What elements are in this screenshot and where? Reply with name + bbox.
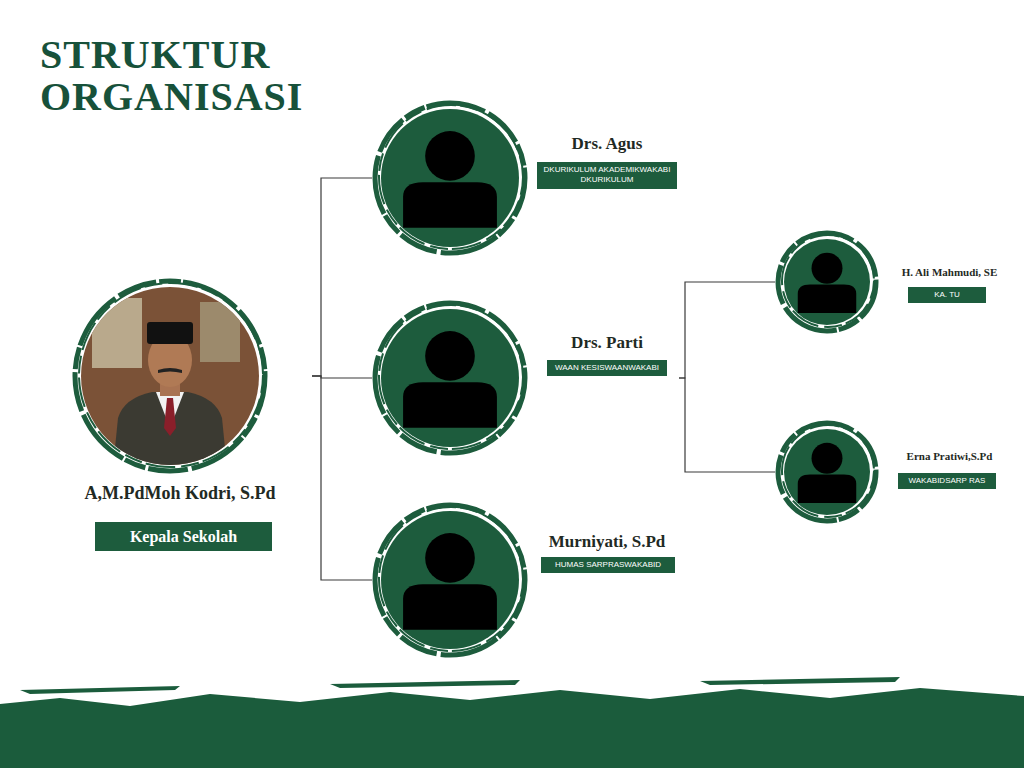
avatar-body — [403, 182, 497, 228]
avatar-bg — [381, 511, 519, 649]
person-name: Erna Pratiwi,S.Pd — [887, 450, 1012, 462]
avatar-circle — [72, 278, 268, 474]
peci-cap — [147, 322, 193, 344]
brush-ring — [379, 105, 523, 249]
avatar-head — [425, 331, 475, 381]
role-label: WAKABIDSARP RAS — [898, 473, 996, 489]
avatar-circle — [372, 100, 528, 256]
brush-ring — [782, 235, 874, 327]
staff-node: Murniyati, S.PdHUMAS SARPRASWAKABID — [372, 502, 679, 660]
avatar-bg — [381, 109, 519, 247]
brush-stroke — [20, 686, 180, 694]
photo-wall — [92, 298, 142, 368]
avatar-circle — [372, 502, 528, 658]
brush-ring — [778, 233, 876, 331]
avatar-body — [798, 475, 856, 503]
brush-ring — [782, 425, 874, 517]
person-name: Murniyati, S.Pd — [537, 532, 677, 552]
staff-node: H. Ali Mahmudi, SE KA. TU — [775, 230, 1014, 336]
moustache — [158, 368, 182, 373]
ground-band — [0, 688, 1024, 768]
avatar-body — [798, 285, 856, 313]
avatar-circle — [372, 300, 528, 456]
role-label: HUMAS SARPRASWAKABID — [541, 557, 675, 573]
page-title: STRUKTUR ORGANISASI — [40, 34, 340, 118]
person-name: Drs. Parti — [537, 333, 677, 353]
tie — [164, 398, 176, 436]
role-label: DKURIKULUM AKADEMIKWAKABI DKURIKULUM — [537, 162, 677, 189]
brush-ring — [379, 507, 523, 651]
avatar-body — [403, 584, 497, 630]
org-connector — [679, 282, 775, 378]
staff-node: Drs. AgusDKURIKULUM AKADEMIKWAKABI DKURI… — [372, 100, 679, 258]
role-label: KA. TU — [908, 287, 986, 303]
org-connector — [312, 376, 372, 580]
org-connector — [312, 178, 372, 376]
avatar-head — [812, 443, 843, 474]
brush-ring — [379, 305, 523, 449]
person-name: H. Ali Mahmudi, SE — [887, 266, 1012, 278]
brush-stroke — [700, 677, 900, 685]
person-name: A,M.PdMoh Kodri, S.Pd — [50, 483, 310, 504]
head-node: A,M.PdMoh Kodri, S.PdKepala Sekolah — [50, 278, 312, 554]
brush-stroke — [330, 680, 520, 688]
avatar-body — [403, 382, 497, 428]
org-connector — [679, 378, 775, 472]
brush-ring — [375, 303, 525, 453]
brush-ring — [375, 103, 525, 253]
avatar-head — [425, 533, 475, 583]
avatar-bg — [784, 429, 870, 515]
role-label: WAAN KESISWAANWAKABI — [547, 360, 667, 376]
avatar-circle — [775, 230, 879, 334]
staff-node: Drs. PartiWAAN KESISWAANWAKABI — [372, 300, 679, 458]
avatar-bg — [784, 239, 870, 325]
avatar-circle — [775, 420, 879, 524]
person-name: Drs. Agus — [537, 134, 677, 154]
portrait — [72, 278, 268, 474]
brush-ring — [375, 505, 525, 655]
role-label: Kepala Sekolah — [95, 522, 272, 551]
avatar-head — [425, 131, 475, 181]
avatar-head — [812, 253, 843, 284]
brush-ring — [778, 423, 876, 521]
photo-wall — [200, 302, 240, 362]
staff-node: Erna Pratiwi,S.PdWAKABIDSARP RAS — [775, 420, 1014, 526]
avatar-bg — [381, 309, 519, 447]
suit — [112, 392, 228, 474]
